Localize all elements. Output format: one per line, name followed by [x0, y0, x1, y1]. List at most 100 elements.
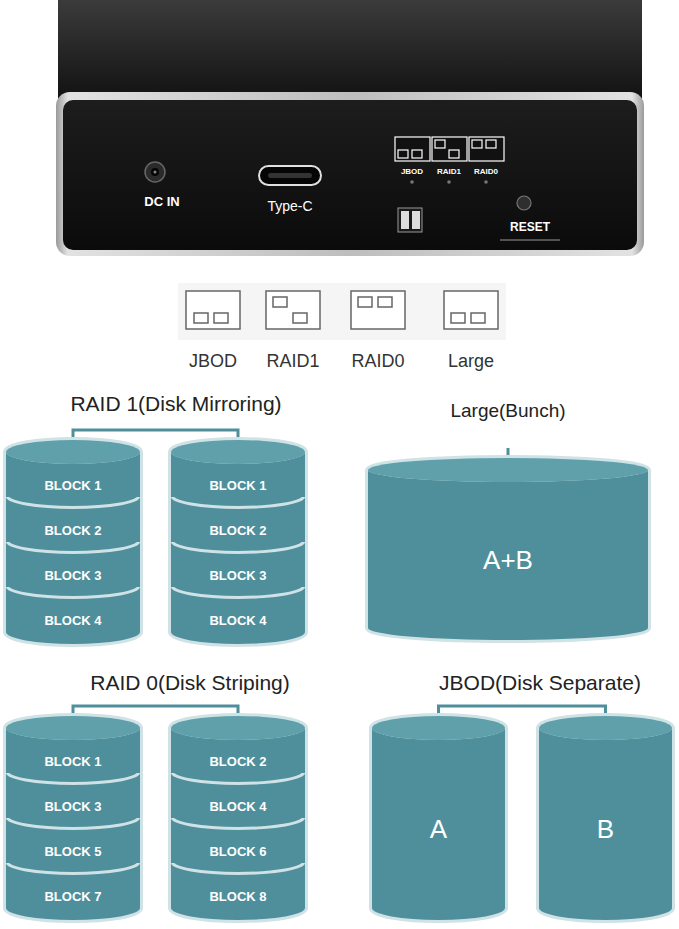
- enclosure-top: [58, 0, 642, 104]
- disk-halo: [6, 542, 140, 599]
- dip-switch-body: [398, 208, 422, 232]
- usb-c-shell: [259, 166, 321, 185]
- section-heading: JBOD(Disk Separate): [439, 671, 641, 695]
- disk-side: [171, 587, 305, 644]
- section-heading: Large(Bunch): [450, 400, 565, 422]
- disk-block: BLOCK 5: [6, 806, 140, 875]
- section-heading: RAID 1(Disk Mirroring): [70, 392, 281, 416]
- switch-icon-disk: [358, 297, 372, 307]
- disk-side: [171, 542, 305, 599]
- block-label: BLOCK 4: [6, 614, 140, 629]
- block-label: BLOCK 1: [171, 479, 305, 494]
- reset-button: [500, 196, 560, 240]
- switch-icon-disk: [214, 313, 228, 323]
- disk-halo: [372, 728, 505, 920]
- block-label: BLOCK 1: [6, 755, 140, 770]
- disk-volume: A: [372, 716, 505, 920]
- disk-side: [539, 728, 672, 920]
- dc-jack-pin: [154, 171, 157, 174]
- disk-side: [171, 773, 305, 830]
- disk-block: BLOCK 2: [171, 485, 305, 554]
- indicator-led: [447, 180, 451, 184]
- disk-block-outline: [171, 530, 305, 599]
- disk-halo: [171, 716, 305, 740]
- mode-icons-panel: [395, 137, 504, 161]
- mode-indicator-label: JBOD: [401, 167, 423, 176]
- block-label: BLOCK 7: [6, 890, 140, 905]
- mode-icon: [395, 137, 430, 161]
- disk-halo: [539, 716, 672, 740]
- disk-block: BLOCK 4: [6, 575, 140, 644]
- switch-mode-label: RAID1: [266, 351, 319, 372]
- switch-mode-label: Large: [448, 351, 494, 372]
- disk-top: [6, 440, 140, 464]
- disk-block-outline: [171, 761, 305, 830]
- mode-indicator-label: RAID1: [437, 167, 461, 176]
- disk-side: [368, 470, 648, 640]
- disk-halo: [171, 497, 305, 554]
- disk-block: BLOCK 1: [171, 440, 305, 509]
- block-label: BLOCK 2: [171, 755, 305, 770]
- disk-halo: [171, 542, 305, 599]
- disk-block-outline: [6, 806, 140, 875]
- section-heading: Large(Bunch): [450, 400, 565, 422]
- disk-block: BLOCK 6: [171, 806, 305, 875]
- volume-label: A+B: [368, 546, 648, 576]
- disk-block: BLOCK 8: [171, 851, 305, 920]
- block-label: BLOCK 4: [171, 800, 305, 815]
- disk-block-outline: [6, 716, 140, 785]
- disk-top: [539, 716, 672, 740]
- mode-indicator-label: RAID0: [474, 167, 498, 176]
- disk-top: [171, 716, 305, 740]
- disk-top: [171, 440, 305, 464]
- disk-side: [6, 542, 140, 599]
- disk-halo: [6, 863, 140, 920]
- dip-switch: [398, 208, 422, 232]
- disk-halo: [6, 440, 140, 464]
- disk-top: [6, 716, 140, 740]
- switch-mode-label: RAID0: [351, 351, 404, 372]
- usb-c-tongue: [268, 173, 312, 178]
- button-label: RESET: [510, 221, 550, 235]
- disk-halo: [6, 773, 140, 830]
- disk-block: BLOCK 1: [6, 716, 140, 785]
- disk-side: [171, 863, 305, 920]
- enclosure-frame: [56, 92, 644, 256]
- volume-label: B: [539, 815, 672, 845]
- block-label: BLOCK 3: [6, 800, 140, 815]
- block-label: BLOCK 2: [6, 524, 140, 539]
- disk-block-outline: [171, 440, 305, 509]
- switch-mode-label: Large: [448, 351, 494, 372]
- dip-switch-lever: [412, 211, 420, 229]
- disk-block: BLOCK 3: [6, 530, 140, 599]
- mode-icon-disk: [435, 140, 445, 148]
- disk-side: [6, 863, 140, 920]
- port-label: Type-C: [267, 198, 312, 214]
- disk-halo: [171, 587, 305, 644]
- disk-block: BLOCK 3: [6, 761, 140, 830]
- disk-halo: [6, 818, 140, 875]
- switch-row-ground: [178, 283, 506, 340]
- block-label: BLOCK 3: [6, 569, 140, 584]
- disk-side: [372, 728, 505, 920]
- disk-side: [6, 497, 140, 554]
- indicator-leds: [410, 180, 488, 184]
- disk-block-outline: [6, 575, 140, 644]
- switch-icon-disk: [293, 313, 307, 323]
- switch-mode-label: RAID1: [266, 351, 319, 372]
- indicator-led: [484, 180, 488, 184]
- disk-side: [6, 818, 140, 875]
- switch-icon-disk: [471, 313, 485, 323]
- mode-icon-disk: [449, 150, 459, 158]
- switch-mode-label: JBOD: [189, 351, 237, 372]
- reset-button-cap: [517, 196, 531, 210]
- disk-block-outline: [6, 761, 140, 830]
- switch-icon: [186, 291, 240, 329]
- button-label: RESET: [510, 221, 550, 235]
- disk-block-outline: [171, 851, 305, 920]
- disk-halo: [171, 440, 305, 464]
- disk-block-outline: [6, 851, 140, 920]
- disk-top: [372, 716, 505, 740]
- indicator-led: [410, 180, 414, 184]
- block-label: BLOCK 5: [6, 845, 140, 860]
